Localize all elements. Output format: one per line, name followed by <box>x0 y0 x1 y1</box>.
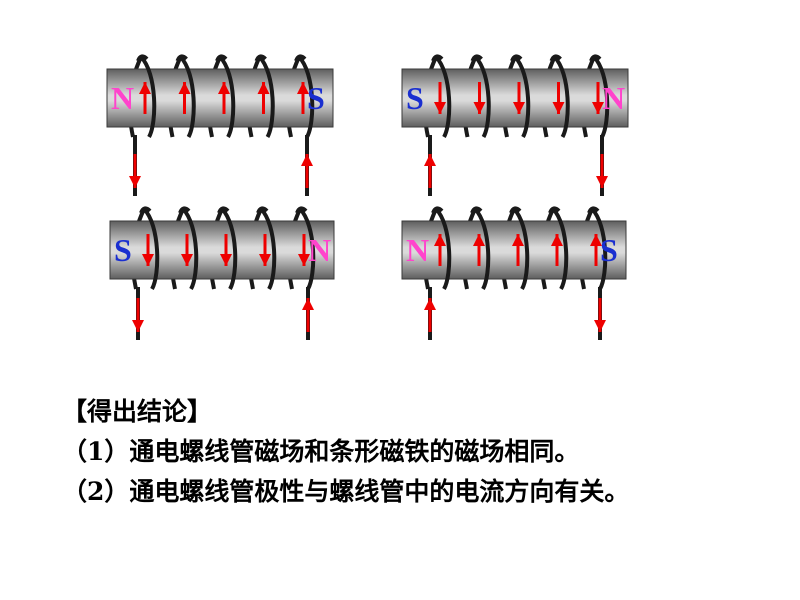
coil-front-segment <box>297 55 315 138</box>
coil-front-segment <box>434 55 452 138</box>
iron-core <box>106 68 334 128</box>
coil-current-arrow <box>434 234 446 266</box>
coil-front-segment <box>139 55 157 138</box>
lead-current-arrow-left <box>132 298 144 332</box>
coil-top-loop <box>178 206 191 214</box>
coil-front-segment <box>473 55 491 138</box>
coil-front-segment <box>142 207 160 290</box>
coil-top-loop <box>431 206 444 214</box>
pole-label-left: S <box>114 232 132 268</box>
coil-front-segment <box>257 55 275 138</box>
coil-front-segment <box>592 55 610 138</box>
coil-top-loop <box>548 206 561 214</box>
coil-top-loop <box>139 206 152 214</box>
pole-label-left: N <box>111 80 134 116</box>
coil-current-arrow <box>181 234 193 266</box>
coil-current-arrow <box>592 82 604 114</box>
coil-top-loop <box>509 206 522 214</box>
coil-current-arrow <box>513 82 525 114</box>
pole-label-left: S <box>406 80 424 116</box>
iron-core <box>401 220 627 280</box>
lead-current-arrow-right <box>301 154 313 188</box>
coil-front-segment <box>590 207 608 290</box>
coil-current-arrow <box>218 82 230 114</box>
lead-current-arrow-left <box>424 154 436 188</box>
lead-current-arrow-right <box>302 298 314 332</box>
coil-front-segment <box>513 55 531 138</box>
conclusion-block: 【得出结论】 （1）通电螺线管磁场和条形磁铁的磁场相同。 （2）通电螺线管极性与… <box>62 392 782 512</box>
coil-top-loop <box>587 206 600 214</box>
coil-current-arrow <box>178 82 191 114</box>
coil-front-segment <box>434 207 452 290</box>
coil-current-arrow <box>220 234 232 266</box>
lead-current-arrow-left <box>129 154 141 188</box>
lead-current-arrow-right <box>596 154 608 188</box>
pole-label-right: S <box>307 80 325 116</box>
pole-label-right: N <box>602 80 625 116</box>
conclusion-heading: 【得出结论】 <box>62 397 213 426</box>
lead-current-arrow-right <box>594 298 606 332</box>
iron-core <box>401 68 629 128</box>
coil-front-segment <box>552 55 570 138</box>
coil-top-loop <box>294 54 307 62</box>
coil-top-loop <box>254 54 267 62</box>
coil-front-segment <box>551 207 569 290</box>
coil-front-segment <box>512 207 530 290</box>
coil-top-loop <box>589 54 602 62</box>
coil-current-arrow <box>297 82 309 114</box>
lead-current-arrow-left <box>424 298 436 332</box>
coil-top-loop <box>295 206 308 214</box>
coil-current-arrow <box>551 234 563 266</box>
pole-label-left: N <box>406 232 429 268</box>
coil-current-arrow <box>473 234 485 266</box>
coil-current-arrow <box>259 234 271 266</box>
coil-current-arrow <box>434 82 446 114</box>
coil-current-arrow <box>473 82 486 114</box>
coil-top-loop <box>217 206 230 214</box>
coil-current-arrow <box>139 82 151 114</box>
coil-front-segment <box>473 207 491 290</box>
coil-front-segment <box>220 207 238 290</box>
coil-current-arrow <box>590 234 602 266</box>
coil-top-loop <box>549 54 562 62</box>
pole-label-right: S <box>600 232 618 268</box>
coil-front-segment <box>298 207 316 290</box>
coil-top-loop <box>256 206 269 214</box>
conclusion-line-1: （1）通电螺线管磁场和条形磁铁的磁场相同。 <box>62 437 580 466</box>
coil-top-loop <box>215 54 228 62</box>
coil-current-arrow <box>257 82 270 114</box>
iron-core <box>109 220 335 280</box>
coil-top-loop <box>175 54 188 62</box>
coil-front-segment <box>178 55 196 138</box>
conclusion-line-2: （2）通电螺线管极性与螺线管中的电流方向有关。 <box>62 477 630 506</box>
pole-label-right: N <box>308 232 331 268</box>
coil-current-arrow <box>512 234 524 266</box>
coil-front-segment <box>181 207 199 290</box>
coil-current-arrow <box>142 234 154 266</box>
coil-top-loop <box>510 54 523 62</box>
coil-top-loop <box>470 206 483 214</box>
coil-front-segment <box>259 207 277 290</box>
coil-top-loop <box>431 54 444 62</box>
coil-current-arrow <box>552 82 565 114</box>
coil-top-loop <box>470 54 483 62</box>
coil-top-loop <box>136 54 149 62</box>
coil-current-arrow <box>298 234 310 266</box>
coil-front-segment <box>218 55 236 138</box>
